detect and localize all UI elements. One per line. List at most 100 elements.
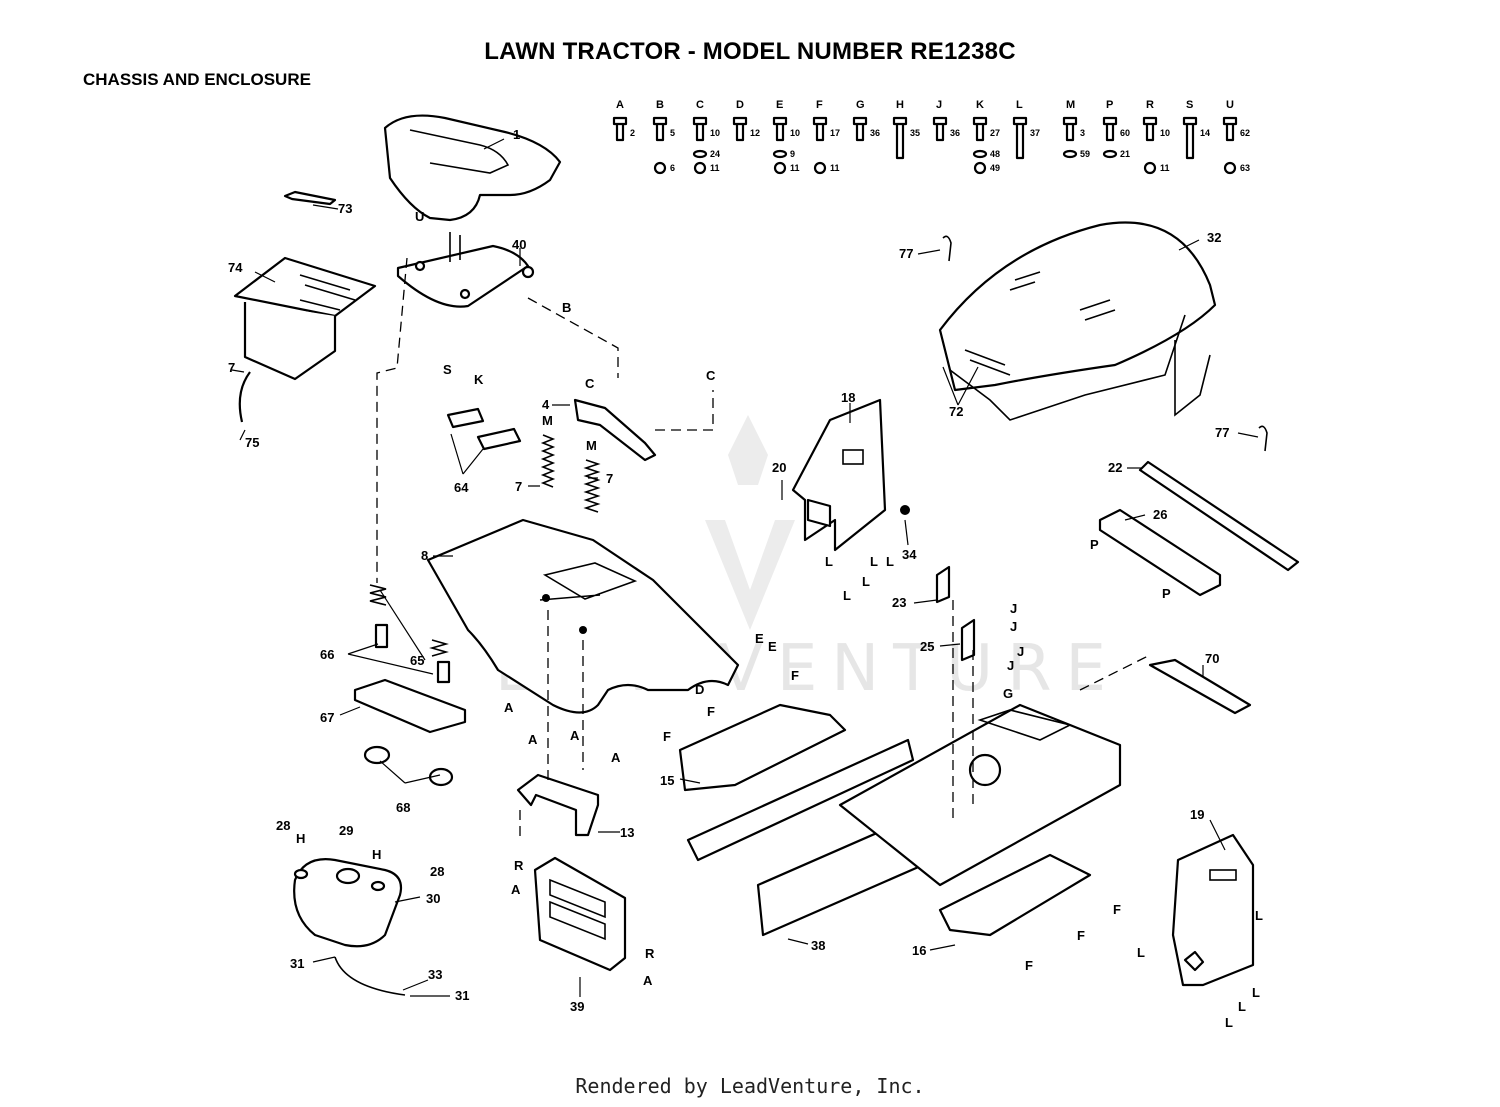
ref-P1: P xyxy=(1090,537,1099,552)
hardware-s: S14 xyxy=(1182,99,1210,160)
ref-P2: P xyxy=(1162,586,1171,601)
hardware-letter: E xyxy=(776,99,783,111)
hardware-letter: C xyxy=(696,99,704,111)
ref-L1: L xyxy=(825,554,833,569)
ref-A6: A xyxy=(643,973,653,988)
page-title: LAWN TRACTOR - MODEL NUMBER RE1238C xyxy=(484,38,1016,65)
seat xyxy=(383,114,562,222)
hardware-d: D12 xyxy=(732,99,760,142)
nut-icon xyxy=(973,161,987,175)
bolt-icon xyxy=(972,116,988,142)
bolt-icon xyxy=(1012,116,1028,160)
ref-E1: E xyxy=(755,631,764,646)
hood-clip-a xyxy=(942,235,952,262)
nut-icon xyxy=(773,161,787,175)
washer-icon xyxy=(972,149,988,159)
callout-18: 18 xyxy=(841,390,855,405)
hardware-letter: U xyxy=(1226,99,1234,111)
ref-F2: F xyxy=(707,704,715,719)
fuel-tank xyxy=(293,858,403,948)
ref-A3: A xyxy=(570,728,580,743)
footrest xyxy=(426,518,740,714)
bolt-icon xyxy=(812,116,828,142)
hardware-p: P 60 21 xyxy=(1102,99,1130,159)
callout-77b: 77 xyxy=(1215,425,1229,440)
hood xyxy=(938,221,1217,421)
hardware-part-top: 12 xyxy=(750,128,760,138)
callout-38: 38 xyxy=(811,938,825,953)
bolt-icon xyxy=(692,116,708,142)
callout-13: 13 xyxy=(620,825,634,840)
ref-J1: J xyxy=(1010,601,1017,616)
washer-icon xyxy=(1102,149,1118,159)
ref-M2: M xyxy=(586,438,597,453)
hardware-part-top: 27 xyxy=(990,128,1000,138)
hardware-part-mid: 21 xyxy=(1120,149,1130,159)
hardware-part-top: 10 xyxy=(1160,128,1170,138)
hardware-part-mid: 24 xyxy=(710,149,720,159)
hardware-key: A2B56C102411D12E10911F1711G36H35J36K2748… xyxy=(612,99,1250,175)
ref-A2: A xyxy=(528,732,538,747)
callout-39: 39 xyxy=(570,999,584,1014)
hardware-part-bottom: 11 xyxy=(830,163,840,173)
callout-numbers: 1 73 40 74 7 75 4 64 7 7 8 18 20 34 32 7… xyxy=(228,127,1229,1014)
hardware-part-bottom: 11 xyxy=(790,163,800,173)
ref-L4: L xyxy=(862,574,870,589)
hardware-letter: S xyxy=(1186,99,1193,111)
hardware-letter: G xyxy=(856,99,865,111)
ref-F6: F xyxy=(1025,958,1033,973)
callout-28b: 28 xyxy=(430,864,444,879)
nut-icon xyxy=(1223,161,1237,175)
hardware-part-top: 10 xyxy=(790,128,800,138)
callout-31b: 31 xyxy=(455,988,469,1003)
callout-20: 20 xyxy=(772,460,786,475)
bushing-a xyxy=(363,745,391,765)
ref-A1: A xyxy=(504,700,514,715)
ref-L9: L xyxy=(1238,999,1246,1014)
hardware-part-top: 17 xyxy=(830,128,840,138)
callout-29: 29 xyxy=(339,823,353,838)
spacer-66a xyxy=(374,623,389,649)
callout-7a: 7 xyxy=(228,360,235,375)
hardware-part-top: 3 xyxy=(1080,128,1085,138)
ref-H2: H xyxy=(372,847,381,862)
spring-right xyxy=(583,459,601,513)
ref-L5: L xyxy=(843,588,851,603)
spring-65b xyxy=(429,639,449,657)
side-panel-right xyxy=(1171,833,1255,987)
bolt-icon xyxy=(932,116,948,142)
pedal-bracket xyxy=(573,398,657,462)
ref-F5: F xyxy=(1077,928,1085,943)
ref-H1: H xyxy=(296,831,305,846)
ref-L7: L xyxy=(1137,945,1145,960)
ref-C1: C xyxy=(585,376,595,391)
ref-F1: F xyxy=(791,668,799,683)
hardware-part-top: 37 xyxy=(1030,128,1040,138)
footrest-pad-left xyxy=(678,703,847,792)
hardware-letter: B xyxy=(656,99,664,111)
ref-L8: L xyxy=(1252,985,1260,1000)
leader-lines xyxy=(231,138,1259,997)
hardware-part-top: 60 xyxy=(1120,128,1130,138)
ref-C2: C xyxy=(706,368,716,383)
hardware-part-mid: 48 xyxy=(990,149,1000,159)
footer-credit: Rendered by LeadVenture, Inc. xyxy=(575,1074,925,1098)
bolt-icon xyxy=(892,116,908,160)
callout-28a: 28 xyxy=(276,818,290,833)
hardware-letter: H xyxy=(896,99,904,111)
hardware-a: A2 xyxy=(612,99,635,142)
hardware-g: G36 xyxy=(852,99,880,142)
pad-b xyxy=(476,427,522,451)
ref-R1: R xyxy=(514,858,524,873)
front-bumper xyxy=(1138,460,1300,572)
hardware-j: J36 xyxy=(932,99,960,142)
hardware-letter: P xyxy=(1106,99,1113,111)
dash-panel xyxy=(533,856,627,972)
hardware-part-bottom: 6 xyxy=(670,163,675,173)
hardware-letter: K xyxy=(976,99,984,111)
bolt-icon xyxy=(1102,116,1118,142)
hardware-part-mid: 9 xyxy=(790,149,795,159)
